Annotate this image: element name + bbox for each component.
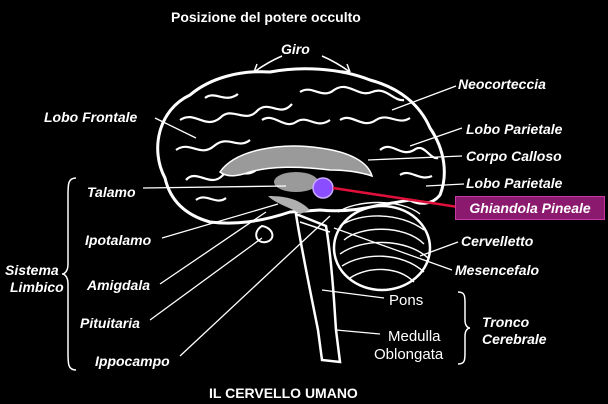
label-giro: Giro <box>281 41 310 57</box>
label-limbico: Limbico <box>10 279 64 295</box>
label-ghiandola-pineale: Ghiandola Pineale <box>455 196 605 220</box>
label-medulla: Medulla <box>388 328 441 345</box>
label-ipotalamo: Ipotalamo <box>85 232 151 248</box>
label-cerebrale: Cerebrale <box>482 331 547 347</box>
label-pituitaria: Pituitaria <box>80 315 140 331</box>
label-talamo: Talamo <box>87 184 136 200</box>
label-ippocampo: Ippocampo <box>95 353 170 369</box>
diagram-footer: IL CERVELLO UMANO <box>209 385 358 401</box>
tronco-brace <box>456 290 472 366</box>
brainstem <box>296 214 340 362</box>
label-lobo-parietale-2: Lobo Parietale <box>466 175 562 191</box>
cerebellum <box>334 203 430 291</box>
label-corpo-calloso: Corpo Calloso <box>466 148 562 164</box>
limbic-brace <box>60 176 80 372</box>
label-lobo-frontale: Lobo Frontale <box>44 109 137 125</box>
pineal-gland <box>313 178 333 198</box>
label-neocorteccia: Neocorteccia <box>458 76 546 92</box>
label-cervelletto: Cervelletto <box>461 233 533 249</box>
label-pons: Pons <box>389 292 423 309</box>
label-oblongata: Oblongata <box>374 346 443 363</box>
label-amigdala: Amigdala <box>87 277 150 293</box>
label-sistema: Sistema <box>5 262 59 278</box>
diagram-title: Posizione del potere occulto <box>171 9 361 25</box>
label-tronco: Tronco <box>482 314 529 330</box>
thalamus-shape <box>274 172 318 192</box>
label-lobo-parietale-1: Lobo Parietale <box>466 121 562 137</box>
label-mesencefalo: Mesencefalo <box>455 262 539 278</box>
